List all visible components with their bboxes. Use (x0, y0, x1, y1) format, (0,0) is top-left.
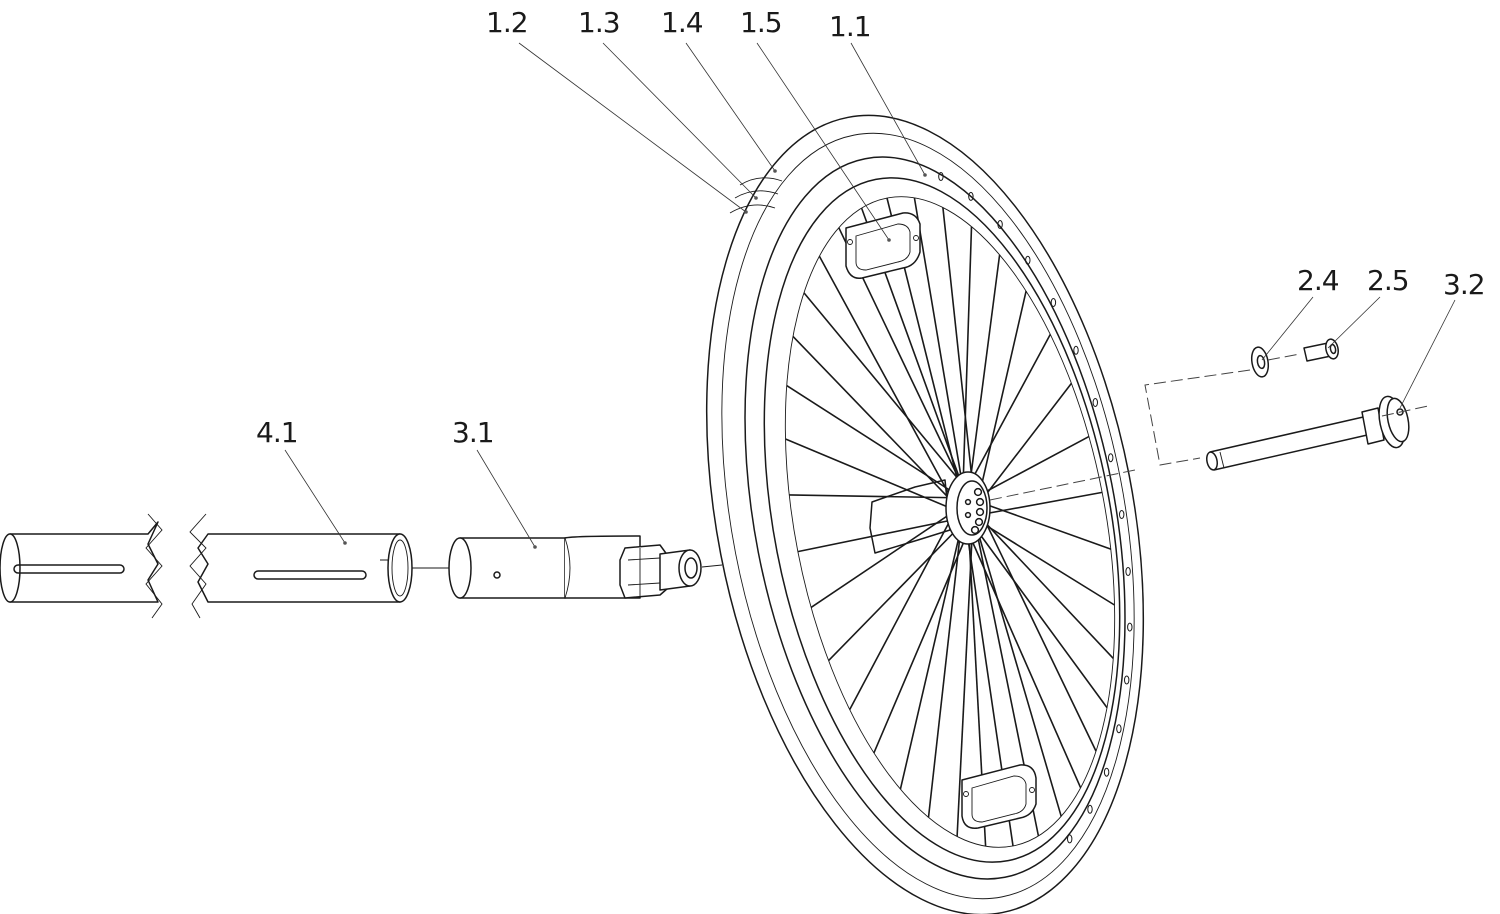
spoke (792, 335, 969, 519)
rim-hole (1127, 622, 1133, 632)
tyre-outer (705, 114, 1145, 914)
spoke (913, 197, 969, 519)
spoke (785, 438, 975, 519)
label-2-5: 2.5 (1367, 264, 1409, 297)
label-4-1: 4.1 (256, 416, 298, 449)
hub (945, 471, 991, 545)
rim-hole (1067, 834, 1073, 844)
rim-bracket-bottom (961, 764, 1037, 829)
spoke (973, 517, 1115, 606)
spoke (967, 497, 1112, 550)
leader-dots (343, 169, 927, 549)
rim-bracket-top (845, 212, 921, 279)
spoke (973, 497, 1097, 752)
spoke (899, 497, 969, 790)
rim-hole (1073, 345, 1079, 355)
axle-centerline (1381, 405, 1429, 417)
axle-tube (0, 513, 413, 619)
spoke (973, 435, 1090, 499)
washer-screw-line (1267, 353, 1301, 361)
rim-hole (1108, 453, 1114, 463)
spoke (873, 517, 975, 754)
rim-hole (1125, 567, 1131, 576)
rim-holes (938, 172, 1133, 844)
spoke (967, 254, 1001, 499)
rim-hole (1050, 298, 1057, 307)
spoke (967, 517, 1108, 709)
rim-hole (1103, 767, 1110, 777)
spoke (942, 207, 975, 499)
spoke (961, 226, 973, 519)
screw (1303, 338, 1339, 362)
tyre-inner (744, 156, 1126, 880)
rim-hole (1092, 398, 1099, 407)
label-3-2: 3.2 (1443, 268, 1485, 301)
rim-hole (968, 191, 974, 201)
spoke (803, 292, 975, 499)
hub-flange (869, 479, 951, 554)
rim-hole (1124, 675, 1130, 685)
rim-hole (1116, 724, 1122, 734)
rim-hole (1119, 510, 1125, 519)
spoke (961, 334, 1052, 499)
spoke (786, 384, 963, 499)
hand-rim (721, 132, 1135, 900)
label-1-3: 1.3 (578, 6, 620, 39)
washer (1250, 346, 1270, 378)
spoke (927, 517, 963, 818)
spoke (967, 497, 1062, 817)
rim-hole (1025, 255, 1031, 265)
label-2-4: 2.4 (1297, 264, 1339, 297)
tyre-band-2 (734, 190, 779, 199)
spoke (797, 517, 963, 553)
rim-hole (938, 172, 944, 181)
assembly-guide-center (989, 469, 1136, 501)
label-1-2: 1.2 (486, 6, 528, 39)
spoke (961, 517, 1082, 789)
wheel-rim-outer (763, 177, 1121, 863)
tyre-band-3 (739, 177, 783, 186)
rear-wheel (705, 114, 1145, 914)
spoke (848, 497, 963, 710)
adapter-to-wheel-line (701, 564, 723, 568)
spoke (818, 255, 963, 519)
label-1-4: 1.4 (661, 6, 703, 39)
label-1-5: 1.5 (740, 6, 782, 39)
assembly-guide-right (1144, 369, 1251, 466)
spoke (828, 517, 969, 662)
quick-release-axle (1206, 395, 1410, 471)
rim-hole (1087, 804, 1093, 814)
leader-lines (284, 42, 1456, 548)
tyre-band-1 (729, 204, 776, 214)
rim-hole (997, 220, 1003, 229)
label-1-1: 1.1 (829, 10, 871, 43)
axle-adapter (448, 535, 702, 599)
label-3-1: 3.1 (452, 416, 494, 449)
spoke (956, 497, 975, 837)
spoke (789, 494, 969, 499)
